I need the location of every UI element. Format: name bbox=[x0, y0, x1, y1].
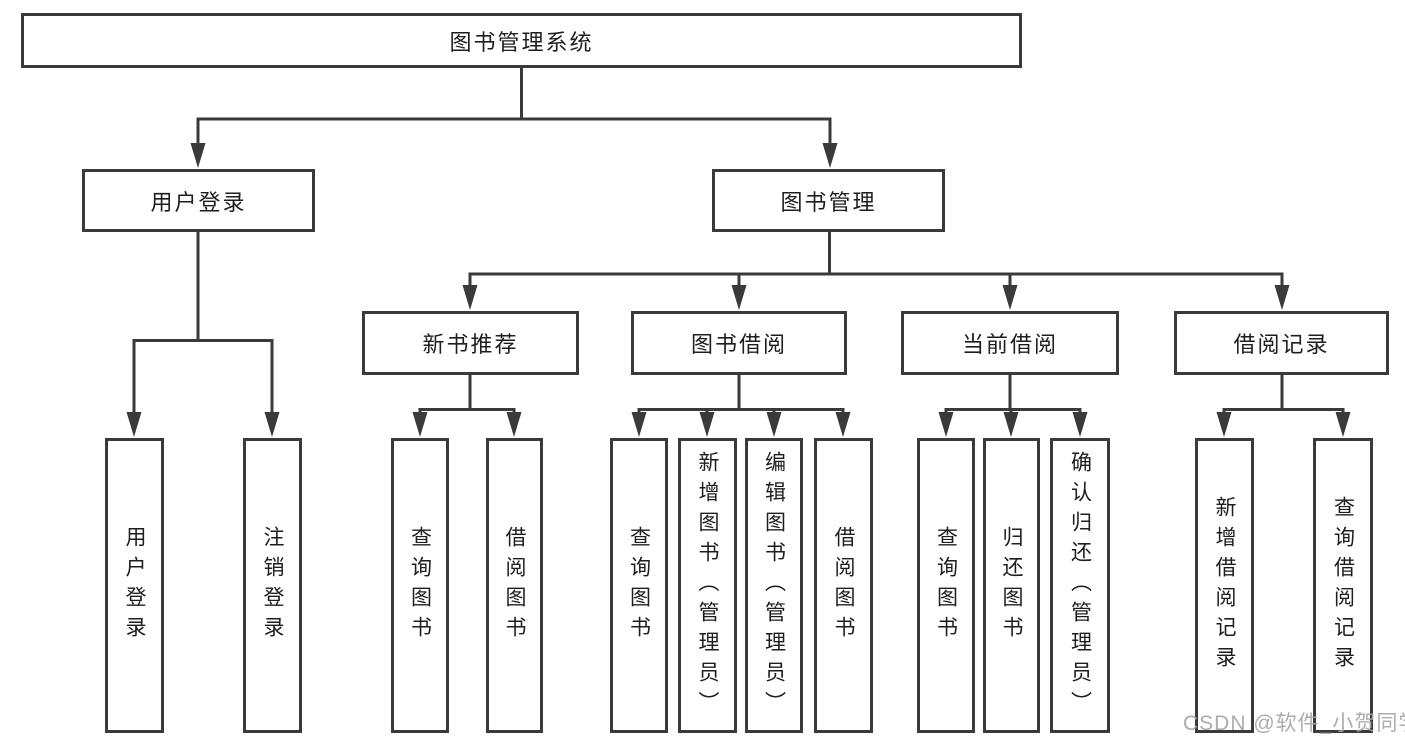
leaf-query-books-1: 查询图书 bbox=[391, 438, 449, 733]
arrowhead-icon bbox=[822, 143, 838, 168]
arrowhead-icon bbox=[1002, 285, 1018, 310]
leaf-query-books-2-label: 查询图书 bbox=[627, 525, 651, 646]
arrowhead-icon bbox=[1072, 412, 1088, 437]
arrowhead-icon bbox=[631, 412, 647, 437]
leaf-query-books-1-label: 查询图书 bbox=[408, 525, 432, 646]
leaf-edit-book-admin-label: 编辑图书（管理员） bbox=[762, 450, 786, 721]
leaf-return-books-label: 归还图书 bbox=[1000, 525, 1023, 646]
arrowhead-icon bbox=[938, 412, 954, 437]
leaf-return-books: 归还图书 bbox=[983, 438, 1040, 733]
leaf-borrow-books-2: 借阅图书 bbox=[814, 438, 873, 733]
arrowhead-icon bbox=[1274, 285, 1290, 310]
leaf-borrow-books-1: 借阅图书 bbox=[486, 438, 543, 733]
node-root: 图书管理系统 bbox=[21, 13, 1022, 68]
node-book-management: 图书管理 bbox=[712, 169, 945, 232]
arrowhead-icon bbox=[1216, 412, 1232, 437]
leaf-logout-label: 注销登录 bbox=[261, 525, 284, 646]
leaf-add-book-admin-label: 新增图书（管理员） bbox=[696, 450, 719, 721]
leaf-edit-book-admin: 编辑图书（管理员） bbox=[745, 438, 803, 733]
csdn-watermark: CSDN @软件_小贺同学 bbox=[1183, 712, 1405, 735]
arrowhead-icon bbox=[731, 285, 747, 310]
leaf-user-login: 用户登录 bbox=[105, 438, 164, 733]
arrowhead-icon bbox=[190, 143, 206, 168]
leaf-confirm-return-admin-label: 确认归还（管理员） bbox=[1068, 450, 1092, 721]
node-borrowing-records-label: 借阅记录 bbox=[1233, 332, 1330, 357]
node-current-borrowing: 当前借阅 bbox=[901, 311, 1119, 375]
arrowhead-icon bbox=[766, 412, 782, 437]
arrowhead-icon bbox=[1335, 412, 1351, 437]
node-new-book-recommendation: 新书推荐 bbox=[362, 311, 579, 375]
arrowhead-icon bbox=[1003, 412, 1019, 437]
node-borrowing-records: 借阅记录 bbox=[1174, 311, 1389, 375]
leaf-borrow-books-2-label: 借阅图书 bbox=[832, 525, 855, 646]
leaf-add-book-admin: 新增图书（管理员） bbox=[678, 438, 737, 733]
node-book-borrowing: 图书借阅 bbox=[631, 311, 847, 375]
node-book-borrowing-label: 图书借阅 bbox=[690, 332, 787, 357]
arrowhead-icon bbox=[462, 285, 478, 310]
arrowhead-icon bbox=[506, 412, 522, 437]
arrowhead-icon bbox=[699, 412, 715, 437]
leaf-query-borrow-record-label: 查询借阅记录 bbox=[1331, 495, 1355, 676]
leaf-query-borrow-record: 查询借阅记录 bbox=[1313, 438, 1373, 733]
leaf-confirm-return-admin: 确认归还（管理员） bbox=[1050, 438, 1110, 733]
arrowhead-icon bbox=[835, 412, 851, 437]
arrowhead-icon bbox=[412, 412, 428, 437]
leaf-add-borrow-record: 新增借阅记录 bbox=[1195, 438, 1254, 733]
leaf-user-login-label: 用户登录 bbox=[123, 525, 146, 646]
leaf-query-books-3-label: 查询图书 bbox=[934, 525, 958, 646]
arrowhead-icon bbox=[264, 412, 280, 437]
node-user-login-label: 用户登录 bbox=[150, 189, 247, 215]
node-user-login: 用户登录 bbox=[82, 169, 315, 232]
node-book-management-label: 图书管理 bbox=[780, 189, 877, 215]
leaf-query-books-2: 查询图书 bbox=[610, 438, 668, 733]
arrowhead-icon bbox=[126, 412, 142, 437]
leaf-query-books-3: 查询图书 bbox=[917, 438, 975, 733]
node-new-book-recommendation-label: 新书推荐 bbox=[422, 332, 519, 357]
leaf-logout: 注销登录 bbox=[243, 438, 302, 733]
leaf-add-borrow-record-label: 新增借阅记录 bbox=[1213, 495, 1236, 676]
node-root-label: 图书管理系统 bbox=[449, 29, 594, 55]
node-current-borrowing-label: 当前借阅 bbox=[961, 332, 1058, 357]
leaf-borrow-books-1-label: 借阅图书 bbox=[503, 525, 526, 646]
